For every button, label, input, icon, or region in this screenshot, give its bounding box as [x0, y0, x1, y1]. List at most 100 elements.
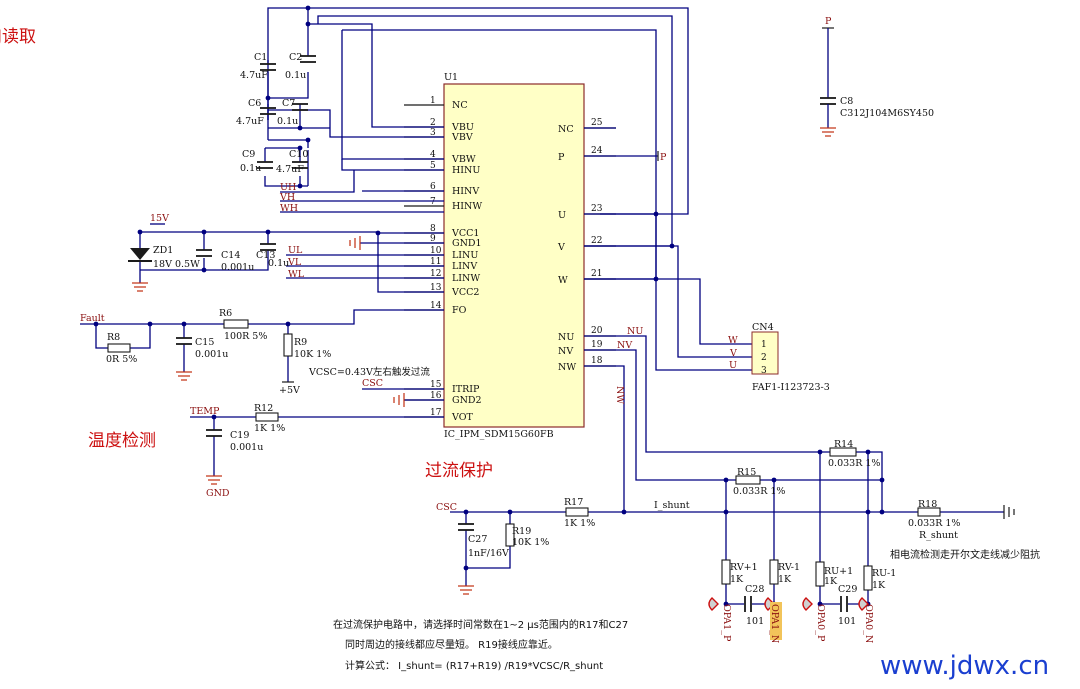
c29-value: 101 [838, 616, 856, 627]
net-p-right: P [660, 152, 667, 163]
zd1-value: 18V 0.5W [153, 259, 200, 270]
cn4-pin1-num: 1 [761, 340, 767, 350]
ic-left-pin-number: 11 [430, 257, 441, 267]
zd1-ref: ZD1 [153, 245, 173, 256]
vcc-area-wiring [137, 223, 444, 293]
ic-left-pin-name: LINW [452, 273, 480, 284]
ground-symbols [132, 236, 361, 292]
shunt-wiring [450, 335, 1015, 612]
ic-right-pin-number: 22 [591, 236, 602, 246]
cn4-body [751, 331, 779, 375]
ic-left-pin-number: 9 [430, 234, 436, 244]
r8-ref: R8 [107, 332, 120, 343]
ic-left-pin-number: 10 [430, 246, 442, 256]
c7-ref: C7 [282, 98, 295, 109]
ic-right-pin-name: U [558, 210, 566, 221]
c13-value: 0.1u [268, 258, 289, 269]
cn4-ref: CN4 [752, 322, 774, 333]
net-5v: +5V [279, 385, 300, 396]
ru-p-value: 1K [824, 576, 838, 587]
ic-left-pin-name: VBU [451, 122, 474, 133]
cn4-pin2-num: 2 [761, 353, 767, 363]
net-vh: VH [279, 192, 295, 203]
itrip-wiring [190, 388, 444, 485]
ic-right-pin-number: 24 [591, 146, 603, 156]
c1-ref: C1 [254, 52, 267, 63]
ic-left-pin-name: GND2 [452, 395, 482, 406]
c9-value: 0.1u [240, 163, 261, 174]
r14-value: 0.033R 1% [828, 458, 880, 469]
net-csc-2: CSC [436, 502, 457, 513]
cn4-pin3-num: 3 [761, 366, 767, 376]
r15-body [735, 475, 761, 485]
cn4-part: FAF1-I123723-3 [752, 382, 830, 393]
ic-left-pin-name: ITRIP [452, 384, 480, 395]
net-nv: NV [617, 340, 632, 351]
heading-temp: 温度检测 [88, 431, 156, 451]
heading-overcurrent: 过流保护 [425, 461, 493, 481]
ic-right-pin-name: W [558, 275, 568, 286]
c9-ref: C9 [242, 149, 255, 160]
ic-right-pin-number: 25 [591, 118, 603, 128]
c13-ref: C13 [256, 250, 275, 261]
ic-right-pin-name: NV [558, 346, 573, 357]
r6-value: 100R 5% [224, 331, 267, 342]
c29-ref: C29 [838, 584, 857, 595]
r19-body [505, 523, 515, 547]
r15-value: 0.033R 1% [733, 486, 785, 497]
fault-wiring [80, 309, 444, 382]
ic-left-pin-number: 13 [430, 283, 442, 293]
ic-left-pin-name: HINW [452, 201, 482, 212]
net-wh: WH [280, 203, 298, 214]
net-gnd: GND [206, 488, 230, 499]
r6-ref: R6 [219, 308, 232, 319]
vcc-caps [196, 243, 276, 257]
net-p-top: P [825, 16, 832, 27]
r8-body [107, 343, 131, 353]
rv-n-value: 1K [778, 574, 792, 585]
net-temp: TEMP [190, 406, 220, 417]
right-side-wiring [584, 127, 752, 371]
ic-right-pin-name: NW [558, 362, 576, 373]
ic-ref: U1 [444, 72, 458, 83]
watermark: www.jdwx.cn [880, 651, 1049, 681]
zener-zd1 [128, 248, 152, 262]
ic-left-pin-name: FO [452, 305, 467, 316]
csc-filter [458, 509, 513, 595]
c15-plates [176, 337, 294, 383]
ic-left-pin-number: 17 [430, 408, 442, 418]
cn4-pin3-net: U [729, 360, 737, 371]
note-line1: 在过流保护电路中，请选择时间常数在1~2 μs范围内的R17和C27 [333, 618, 628, 631]
net-vl: VL [287, 257, 302, 268]
c27-ref: C27 [468, 534, 487, 545]
r18-body [917, 507, 941, 517]
ic-left-pin-name: VCC2 [451, 287, 479, 298]
ic-left-pin-name: LINU [452, 250, 478, 261]
r18-value: 0.033R 1% [908, 518, 960, 529]
r9-value: 10K 1% [294, 349, 331, 360]
ic-left-pin-number: 8 [430, 224, 436, 234]
cn4-pin2-net: V [729, 348, 737, 359]
ic-right-pin-number: 19 [591, 340, 603, 350]
r19-ref: R19 [512, 526, 531, 537]
ic-left-pin-number: 1 [430, 96, 436, 106]
net-opa1-n: OPA1_N [769, 604, 780, 643]
high-side-inputs [280, 170, 444, 213]
r9-body [283, 333, 293, 357]
ic-right-pin-name: NC [558, 124, 574, 135]
ic-right-pin-name: P [558, 152, 565, 163]
net-wl: WL [288, 269, 305, 280]
ic-left-pin-number: 2 [430, 118, 436, 128]
c28-value: 101 [746, 616, 764, 627]
net-uh: UH [280, 182, 296, 193]
c6-ref: C6 [248, 98, 261, 109]
r8-value: 0R 5% [106, 354, 137, 365]
c8-ref: C8 [840, 96, 853, 107]
net-nw: NW [614, 386, 625, 404]
ru-n-ref: RU-1 [872, 568, 896, 579]
ic-left-pin-number: 5 [430, 161, 436, 171]
c6-value: 4.7uF [236, 116, 264, 127]
r18-ref: R18 [918, 499, 937, 510]
c15-ref: C15 [195, 337, 214, 348]
